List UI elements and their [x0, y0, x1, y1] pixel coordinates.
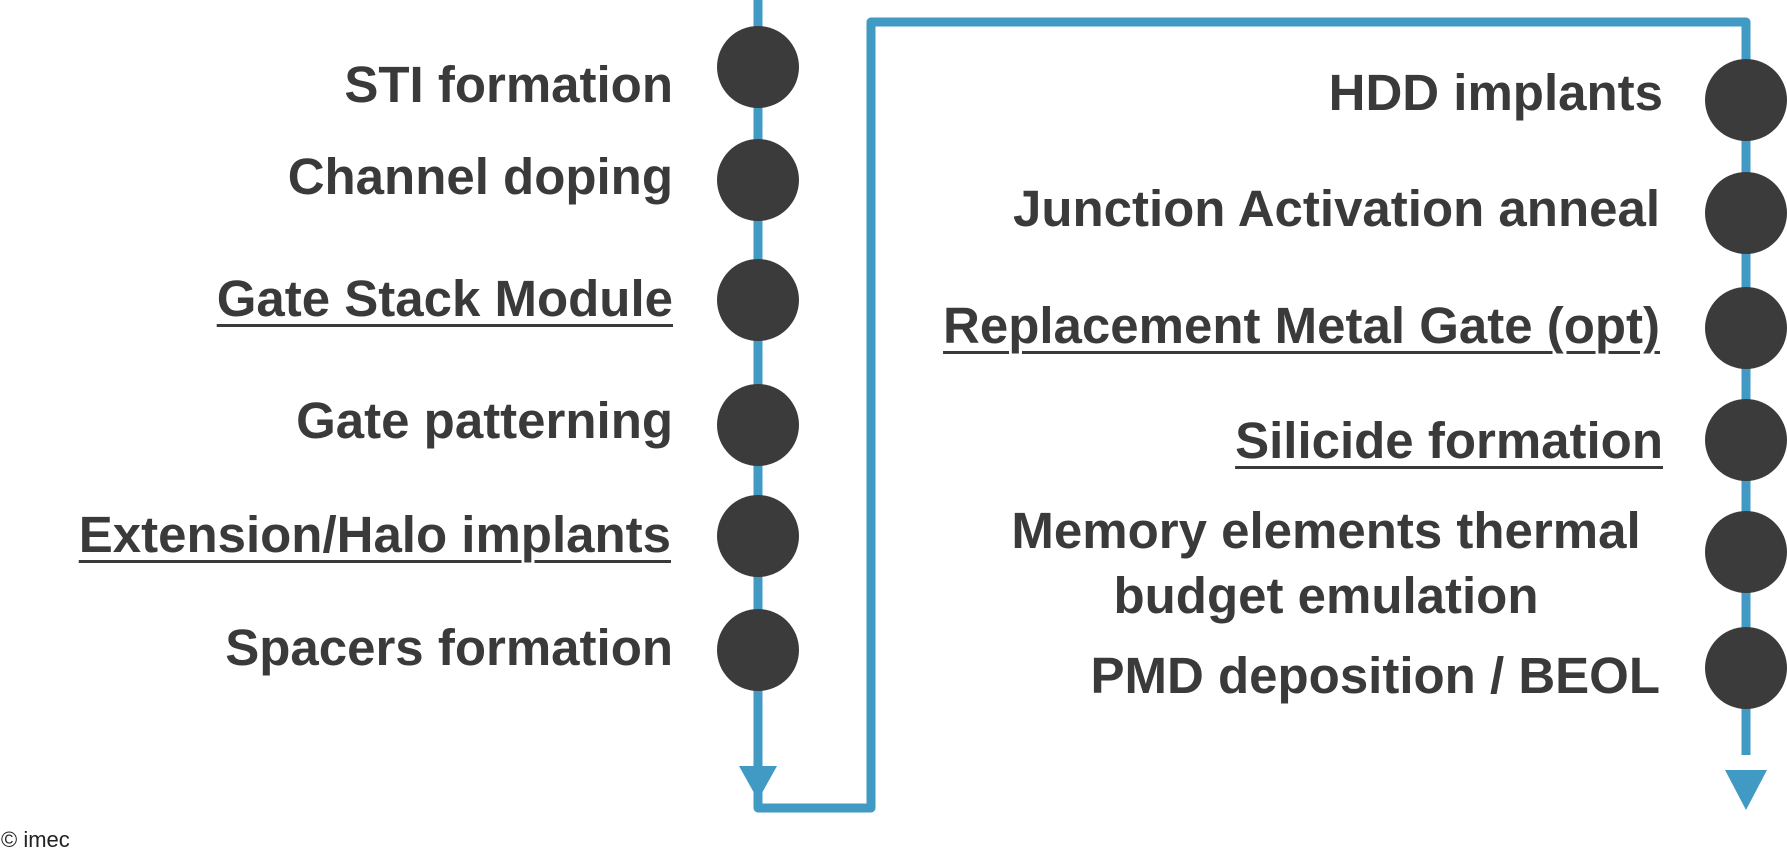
step-label-right-5: Memory elements thermal budget emulation — [1011, 502, 1641, 624]
step-node-left-1 — [717, 26, 799, 108]
step-node-right-5 — [1705, 511, 1787, 593]
step-label-right-4: Silicide formation — [1235, 412, 1663, 469]
step-node-left-2 — [717, 139, 799, 221]
copyright-notice: © imec — [1, 827, 70, 852]
step-node-right-1 — [1705, 59, 1787, 141]
step-label-left-5: Extension/Halo implants — [78, 506, 671, 563]
step-node-right-6 — [1705, 627, 1787, 709]
step-label-left-3: Gate Stack Module — [216, 270, 673, 327]
step-node-right-2 — [1705, 172, 1787, 254]
step-node-left-3 — [717, 259, 799, 341]
step-label-right-6: PMD deposition / BEOL — [1090, 647, 1661, 704]
step-node-left-6 — [717, 609, 799, 691]
step-label-right-3: Replacement Metal Gate (opt) — [943, 297, 1660, 354]
step-node-left-4 — [717, 384, 799, 466]
step-label-left-6: Spacers formation — [225, 619, 673, 676]
step-label-right-1: HDD implants — [1328, 64, 1663, 121]
step-node-left-5 — [717, 495, 799, 577]
arrow-head-left — [739, 766, 777, 800]
step-node-right-3 — [1705, 287, 1787, 369]
step-node-right-4 — [1705, 399, 1787, 481]
step-label-left-2: Channel doping — [287, 148, 673, 205]
step-label-right-2: Junction Activation anneal — [1012, 180, 1660, 237]
step-label-left-1: STI formation — [344, 56, 673, 113]
step-label-left-4: Gate patterning — [296, 392, 673, 449]
arrow-head-right — [1725, 770, 1767, 810]
